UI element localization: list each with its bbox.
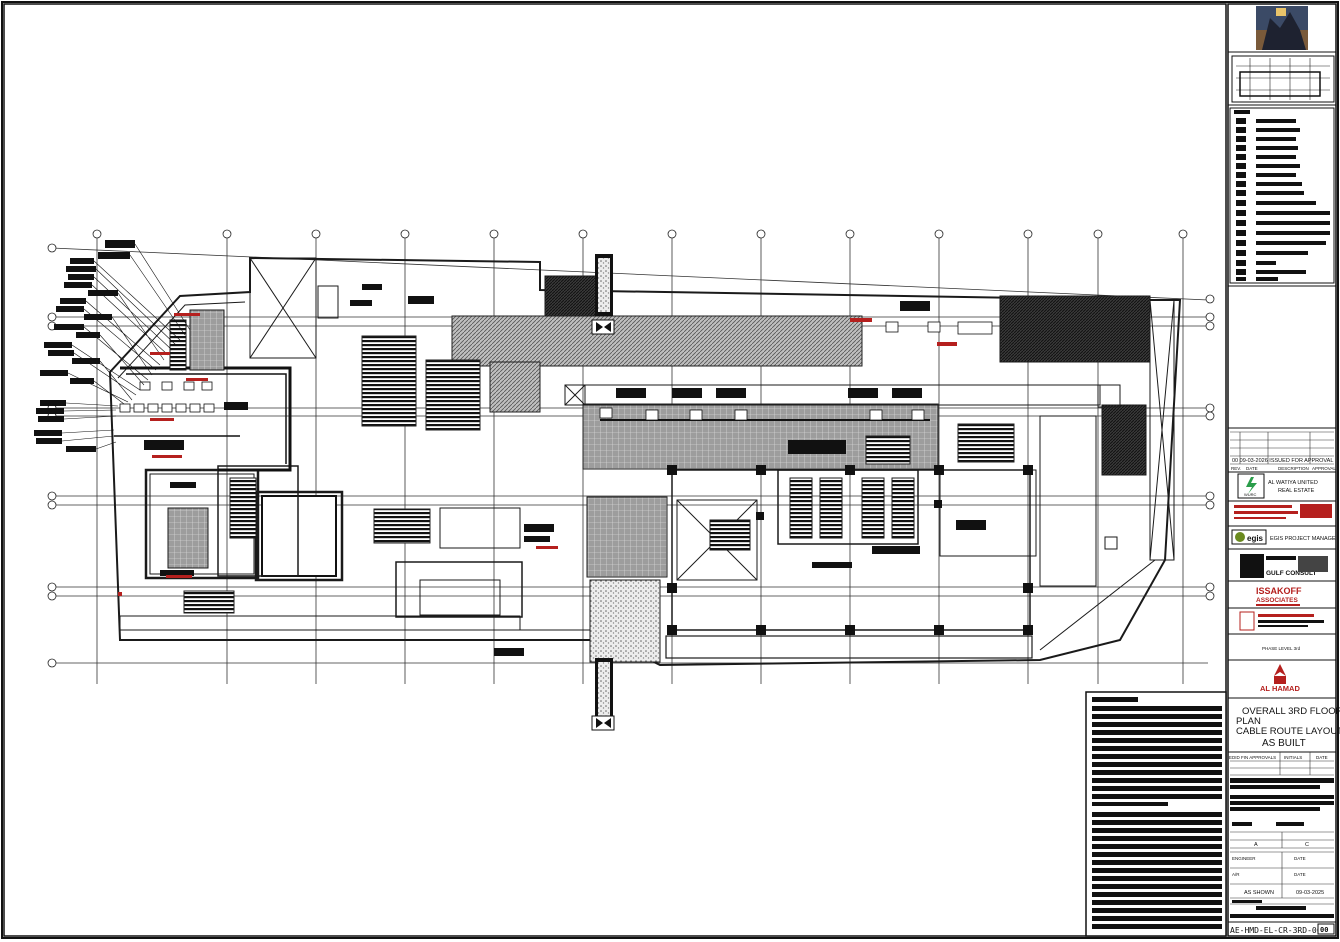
issue-date: 09-03-2025 <box>1296 890 1324 896</box>
client-logo: WURC AL WATIYA UNITED REAL ESTATE <box>1237 473 1318 499</box>
consultant-logo: GULF CONSULT <box>1240 554 1328 578</box>
section-marks <box>591 254 615 731</box>
svg-text:A/R: A/R <box>1232 872 1240 877</box>
legend-label: PHASE LEVEL 3rd <box>1262 646 1301 651</box>
scale-value: AS SHOWN <box>1244 890 1274 896</box>
electrical-panels <box>119 321 993 421</box>
sheet-number: 00 <box>1320 926 1328 934</box>
mech-zone-right <box>999 295 1151 363</box>
svg-text:REAL ESTATE: REAL ESTATE <box>1278 488 1315 494</box>
svg-text:GULF CONSULT: GULF CONSULT <box>1266 570 1316 577</box>
svg-text:AL WATIYA UNITED: AL WATIYA UNITED <box>1268 480 1318 486</box>
svg-text:ASSOCIATES: ASSOCIATES <box>1256 597 1298 604</box>
svg-text:REV.: REV. <box>1231 466 1241 471</box>
title-line-3: CABLE ROUTE LAYOUT <box>1236 726 1340 737</box>
key-plan <box>1231 55 1335 103</box>
roof-band <box>451 315 863 367</box>
drawing-title-block: OVERALL 3RD FLOOR PLAN CABLE ROUTE LAYOU… <box>1236 706 1340 749</box>
svg-text:ENGINEER: ENGINEER <box>1232 856 1256 861</box>
svg-text:DESCRIPTION: DESCRIPTION <box>1278 466 1309 471</box>
notes-block <box>1085 691 1227 937</box>
svg-text:DATE: DATE <box>1316 755 1328 760</box>
red-tags <box>118 313 957 596</box>
svg-text:ISSAKOFF: ISSAKOFF <box>1256 586 1302 596</box>
svg-text:APPROVAL: APPROVAL <box>1312 466 1336 471</box>
mech-zone-left <box>544 275 598 317</box>
svg-text:DATE: DATE <box>1246 466 1258 471</box>
stair-1 <box>361 335 417 427</box>
stair-2 <box>425 359 481 431</box>
arabic-logo <box>1234 504 1332 519</box>
svg-text:A: A <box>1254 842 1258 848</box>
annotation-tags <box>34 240 986 656</box>
title-line-2: PLAN <box>1236 716 1261 727</box>
void-speckle <box>589 579 661 663</box>
electrical-room[interactable] <box>144 468 260 580</box>
contractor-logo: AL HAMAD <box>1260 664 1300 693</box>
svg-text:EDID FIN APPROVALS: EDID FIN APPROVALS <box>1229 755 1276 760</box>
drawing-frame <box>3 3 1227 937</box>
contractor-sub-logo <box>1239 611 1324 631</box>
pm-logo: egis EGIS PROJECT MANAGE <box>1231 529 1336 545</box>
svg-text:DATE: DATE <box>1294 872 1306 877</box>
svg-text:AL HAMAD: AL HAMAD <box>1260 684 1300 693</box>
floor-plan[interactable] <box>47 229 1215 684</box>
title-strip: 00 09-03-2026 ISSUED FOR APPROVAL REV. D… <box>1227 3 1340 937</box>
structural-columns <box>667 465 1033 635</box>
svg-text:INITIALS: INITIALS <box>1284 755 1302 760</box>
annotation-leaders <box>61 243 191 450</box>
title-line-1: OVERALL 3RD FLOOR <box>1242 706 1340 717</box>
svg-text:egis: egis <box>1247 534 1264 543</box>
architect-logo: ISSAKOFF ASSOCIATES <box>1256 586 1302 606</box>
revision-row: 00 09-03-2026 ISSUED FOR APPROVAL <box>1232 458 1333 464</box>
svg-text:EGIS PROJECT MANAGE: EGIS PROJECT MANAGE <box>1270 536 1336 542</box>
revision-table: 00 09-03-2026 ISSUED FOR APPROVAL REV. D… <box>1230 431 1336 471</box>
svg-text:WURC: WURC <box>1244 492 1257 497</box>
title-line-4: AS BUILT <box>1262 738 1306 749</box>
drawing-number: AE-HMD-EL-CR-3RD-00 <box>1230 926 1322 935</box>
svg-text:DATE: DATE <box>1294 856 1306 861</box>
svg-text:C: C <box>1305 842 1309 848</box>
